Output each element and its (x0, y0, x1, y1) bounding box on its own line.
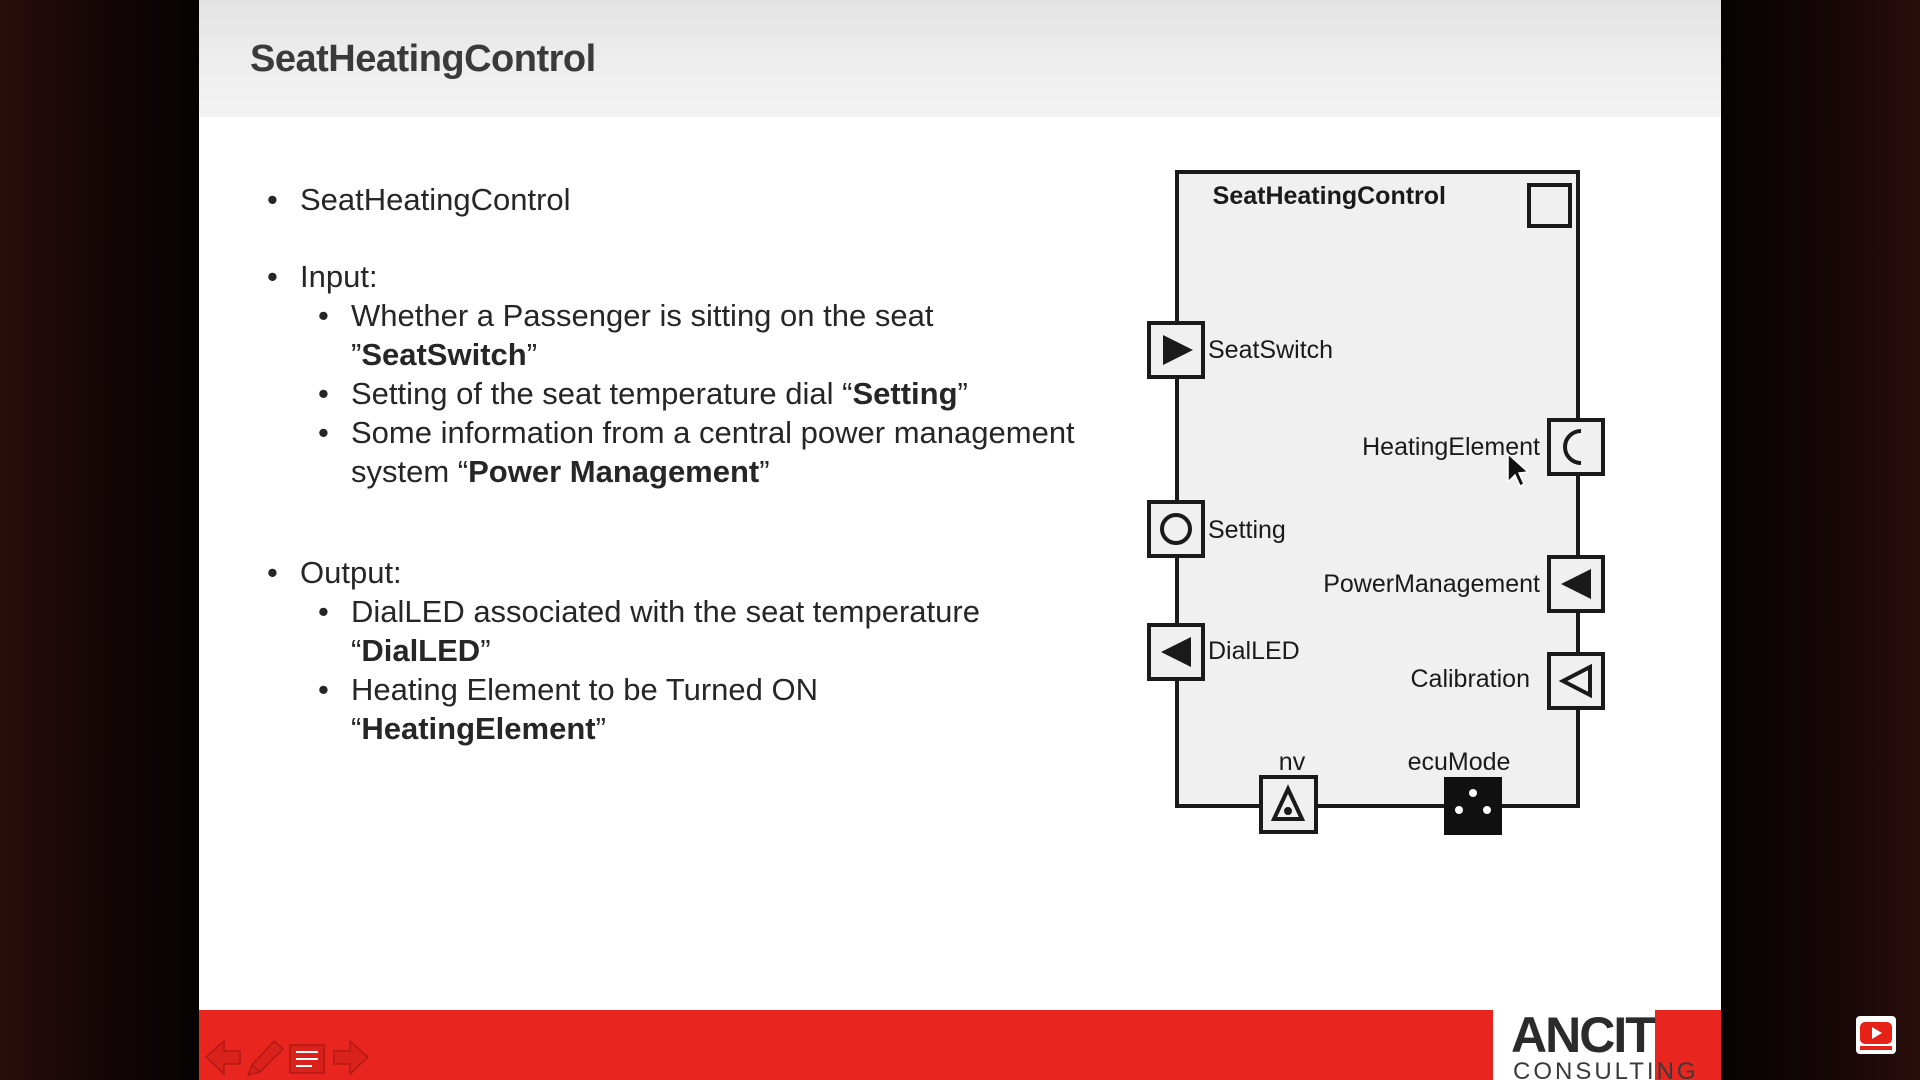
bullet-text: Whether a Passenger is sitting on the se… (351, 298, 934, 333)
right-background (1721, 0, 1920, 1080)
receiver-triangle-icon (1561, 569, 1591, 599)
component-diagram-svg: SeatHeatingControl SeatSwitch HeatingEle… (1147, 170, 1605, 835)
port-label-calibration: Calibration (1410, 665, 1530, 693)
quote-mark: ” (480, 633, 491, 668)
bullet-text: Some information from a central power ma… (351, 415, 1075, 450)
client-arc-icon (1563, 429, 1582, 465)
youtube-logo-svg (1860, 1022, 1892, 1050)
bullet-text: DialLED associated with the seat tempera… (351, 594, 980, 629)
slide: SeatHeatingControl SeatHeatingControl In… (199, 0, 1721, 1080)
left-background (0, 0, 199, 1080)
quote-mark: ” (351, 337, 362, 372)
nv-dot (1284, 807, 1292, 815)
bold-term: Power Management (468, 454, 760, 489)
bullet-text: Setting of the seat temperature dial “ (351, 376, 853, 411)
sub-bullet-power-management: Some information from a central power ma… (318, 413, 1267, 491)
bold-term: Setting (852, 376, 958, 411)
component-box (1175, 170, 1580, 808)
quote-mark: “ (351, 633, 362, 668)
slide-navigation (204, 1039, 370, 1077)
bullet-text: system “ (351, 454, 469, 489)
port-label-dialled: DialLED (1208, 637, 1300, 665)
footer-bar (199, 1010, 1721, 1080)
port-ecumode[interactable] (1444, 777, 1502, 835)
component-square-icon (1527, 183, 1572, 228)
bold-term: DialLED (361, 633, 481, 668)
mode-dot-icon (1469, 789, 1477, 797)
port-label-powermanagement: PowerManagement (1323, 570, 1540, 598)
quote-mark: ” (759, 454, 770, 489)
port-setting[interactable] (1147, 500, 1205, 558)
bullet-output: Output: (267, 553, 1267, 592)
logo-sub-text: CONSULTING (1513, 1058, 1699, 1080)
mode-dot-icon (1455, 806, 1463, 814)
bullet-component: SeatHeatingControl (267, 180, 1267, 219)
port-label-heatingelement: HeatingElement (1362, 433, 1540, 461)
port-powermanagement[interactable] (1547, 555, 1605, 613)
sub-bullet-dialled: DialLED associated with the seat tempera… (318, 592, 1267, 670)
port-label-nv: nv (1279, 748, 1306, 776)
bullet-text: SeatHeatingControl (300, 182, 571, 217)
arrow-left-icon[interactable] (204, 1039, 241, 1076)
quote-mark: ” (595, 711, 606, 746)
quote-mark: “ (351, 711, 362, 746)
menu-icon[interactable] (289, 1044, 325, 1074)
port-label-seatswitch: SeatSwitch (1208, 336, 1333, 364)
sub-bullet-seatswitch: Whether a Passenger is sitting on the se… (318, 296, 1267, 374)
quote-mark: ” (526, 337, 538, 372)
calibration-triangle-icon (1558, 663, 1592, 699)
mode-dot-icon (1483, 806, 1491, 814)
bold-term: SeatSwitch (361, 337, 527, 372)
sender-triangle-icon (1161, 637, 1191, 667)
quote-mark: ” (957, 376, 968, 411)
logo-main-text: ANCIT (1511, 1007, 1656, 1063)
youtube-subscribe-icon[interactable] (1856, 1016, 1896, 1054)
port-label-setting: Setting (1208, 516, 1286, 544)
sub-bullet-heating-element: Heating Element to be Turned ON “Heating… (318, 670, 1267, 748)
bullet-text: Output: (300, 555, 402, 590)
pen-icon[interactable] (246, 1039, 285, 1077)
nv-triangle-icon (1270, 784, 1306, 821)
component-name: SeatHeatingControl (1213, 182, 1446, 210)
port-calibration[interactable] (1547, 652, 1605, 710)
bullet-input: Input: (267, 257, 1267, 296)
bullet-text: Input: (300, 259, 378, 294)
component-diagram: SeatHeatingControl SeatSwitch HeatingEle… (1134, 160, 1654, 850)
receiver-triangle-icon (1163, 335, 1193, 365)
arrow-right-icon[interactable] (333, 1039, 370, 1076)
ecumode-box (1444, 777, 1502, 835)
port-label-ecumode: ecuMode (1408, 748, 1511, 776)
sub-bullet-setting: Setting of the seat temperature dial “Se… (318, 374, 1267, 413)
slide-title: SeatHeatingControl (250, 38, 596, 80)
port-seatswitch[interactable] (1147, 321, 1205, 379)
port-heatingelement[interactable] (1547, 418, 1605, 476)
port-dialled[interactable] (1147, 623, 1205, 681)
port-nv[interactable] (1259, 775, 1318, 834)
bullet-list: SeatHeatingControl Input: Whether a Pass… (267, 180, 1267, 748)
slide-header: SeatHeatingControl (199, 0, 1721, 117)
circle-icon (1160, 513, 1192, 545)
bold-term: HeatingElement (361, 711, 596, 746)
mouse-cursor-icon (1507, 452, 1530, 488)
bullet-text: Heating Element to be Turned ON (351, 672, 818, 707)
ancit-logo: ANCIT CONSULTING (1493, 1000, 1696, 1080)
